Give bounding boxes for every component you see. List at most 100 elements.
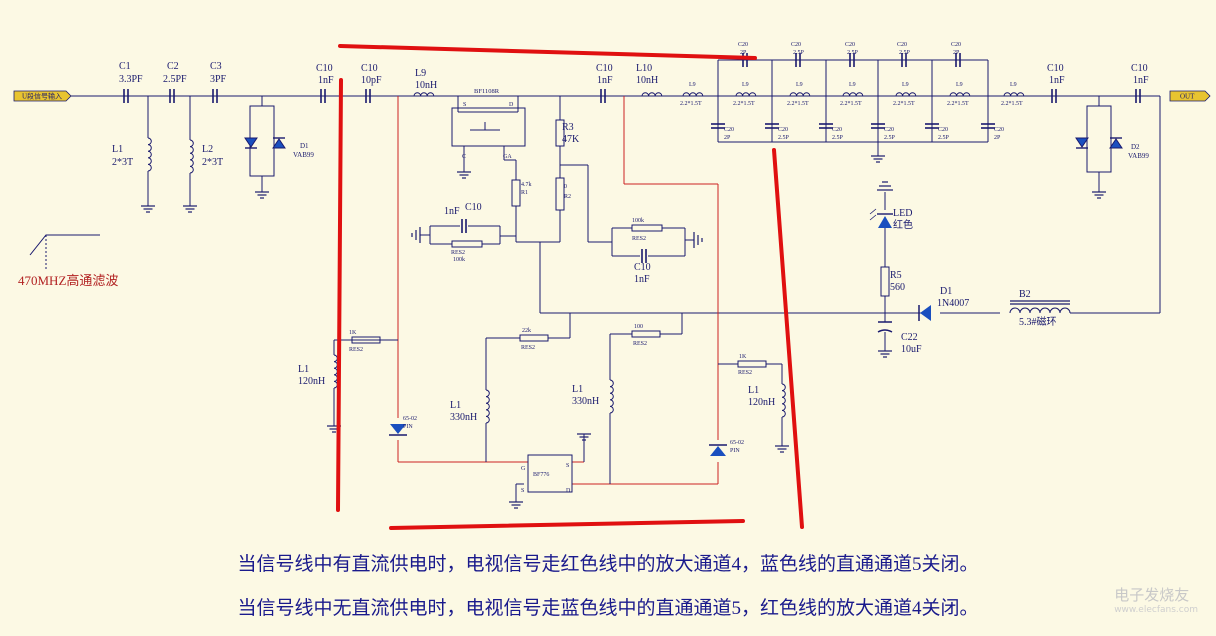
c10e-name: C10	[634, 262, 651, 273]
ladder-cap-top-value: 2P	[740, 50, 747, 56]
ladder-coil-value: 2.2*1.5T	[947, 101, 969, 107]
diode-pair-d2	[1075, 96, 1123, 186]
l1d-name: L1	[572, 384, 583, 395]
res2a-name: RES2	[451, 250, 465, 256]
ladder-cap-bottom-value: 2.5P	[938, 135, 950, 141]
ladder-cap-bottom-value: 2.5P	[884, 135, 896, 141]
ladder-cap-bottom-name: C20	[778, 127, 788, 133]
transistor-pin-c: C	[462, 154, 466, 160]
watermark-url: www.elecfans.com	[1114, 605, 1198, 615]
res22k-value: 22k	[522, 328, 531, 334]
watermark: 电子发烧友 www.elecfans.com	[1114, 584, 1198, 615]
input-connector: U段信号输入	[13, 90, 72, 102]
ladder-cap-top-name: C20	[951, 42, 961, 48]
capacitor-c10-bias2	[641, 248, 647, 264]
c10c-value: 1nF	[597, 75, 613, 86]
ladder-cap-top-name: C20	[791, 42, 801, 48]
ladder-coil-name: L9	[742, 82, 749, 88]
ground-d1	[254, 185, 270, 199]
red-path-traces	[397, 96, 719, 485]
r3-name: R3	[562, 122, 574, 133]
ground-transistor-c	[456, 165, 472, 179]
ladder-coil-name: L9	[1010, 82, 1017, 88]
c10e-value: 1nF	[634, 274, 650, 285]
ladder-cap-top-value: 2.5P	[793, 50, 805, 56]
c10d-value: 1nF	[444, 206, 460, 217]
l10-name: L10	[636, 63, 652, 74]
res2b-value: 100k	[632, 218, 644, 224]
r2-value: 0	[564, 184, 567, 190]
res100-name: RES2	[633, 341, 647, 347]
switch-ic-bf776	[527, 454, 573, 493]
l1c-value: 330nH	[450, 412, 477, 423]
res2b-name: RES2	[632, 236, 646, 242]
ladder-cap-top-name: C20	[738, 42, 748, 48]
choke-b2	[1009, 300, 1088, 314]
ground-l2	[182, 199, 198, 213]
res1kb-value: 1K	[739, 354, 747, 360]
ladder-cap-top-value: 2P	[953, 50, 960, 56]
l1d-value: 330nH	[572, 396, 599, 407]
res1k-name: RES2	[349, 347, 363, 353]
c22-value: 10uF	[901, 344, 922, 355]
r1-name: R1	[521, 190, 528, 196]
ladder-cap-bottom-name: C20	[994, 127, 1004, 133]
marker-bottom	[389, 519, 745, 530]
pin2-name: 65-02	[730, 440, 744, 446]
bf776-label: BF776	[533, 472, 549, 478]
c1-name: C1	[119, 61, 131, 72]
c10b-name: C10	[361, 63, 378, 74]
ground-d2	[1091, 185, 1107, 199]
ladder-coil	[789, 92, 811, 97]
note-dc-off: 当信号线中无直流供电时，电视信号走蓝色线中的直通通道5，红色线的放大通道4关闭。	[237, 598, 979, 619]
marker-left	[336, 78, 343, 512]
resistor-100	[631, 330, 661, 338]
ladder-cap-bottom-name: C20	[938, 127, 948, 133]
ladder-cap-top-name: C20	[845, 42, 855, 48]
res1k-value: 1K	[349, 330, 357, 336]
ladder-coil-name: L9	[689, 82, 696, 88]
pin-diode-right	[709, 444, 727, 456]
res100-value: 100	[634, 324, 643, 330]
resistor-1k-right	[737, 360, 767, 368]
bf776-pin-g: G	[521, 466, 526, 472]
c2-name: C2	[167, 61, 179, 72]
c10f-value: 1nF	[1049, 75, 1065, 86]
diode-pair-d1	[244, 96, 286, 186]
transistor-pin-ga: GA	[503, 154, 512, 160]
ladder-coil-name: L9	[902, 82, 909, 88]
d1-name: D1	[300, 142, 309, 150]
pin1-name: 65-02	[403, 416, 417, 422]
ladder-coil	[949, 92, 971, 97]
led-color: 红色	[893, 218, 913, 231]
ladder-coil-name: L9	[956, 82, 963, 88]
c10c-name: C10	[596, 63, 613, 74]
c10g-value: 1nF	[1133, 75, 1149, 86]
ladder-labels: L92.2*1.5TL92.2*1.5TL92.2*1.5TL92.2*1.5T…	[680, 42, 1023, 141]
inductor-l1-shunt	[147, 96, 152, 200]
ladder-cap-bottom-value: 2P	[724, 135, 731, 141]
r3-value: 47K	[562, 134, 580, 145]
output-connector-label: OUT	[1180, 93, 1195, 101]
pin-diode-left	[389, 424, 407, 436]
ground-led	[877, 181, 893, 191]
inductor-l2-shunt	[189, 96, 194, 200]
r1-value: 4.7k	[521, 182, 532, 188]
l9-name: L9	[415, 68, 426, 79]
bias-network	[420, 95, 694, 257]
l1e-value: 120nH	[748, 397, 775, 408]
r5-name: R5	[890, 270, 902, 281]
c22-name: C22	[901, 332, 918, 343]
c3-value: 3PF	[210, 74, 227, 85]
watermark-text: 电子发烧友	[1114, 586, 1190, 604]
highpass-filter-annotation: 470MHZ高通滤波	[18, 273, 118, 288]
ladder-cap-bottom-name: C20	[884, 127, 894, 133]
ladder-cap-top-value: 2.5P	[899, 50, 911, 56]
led-indicator	[869, 208, 893, 228]
ladder-coil-value: 2.2*1.5T	[787, 101, 809, 107]
l1e-name: L1	[748, 385, 759, 396]
ladder-cap-bottom-name: C20	[724, 127, 734, 133]
ground-l1-right	[774, 439, 790, 453]
